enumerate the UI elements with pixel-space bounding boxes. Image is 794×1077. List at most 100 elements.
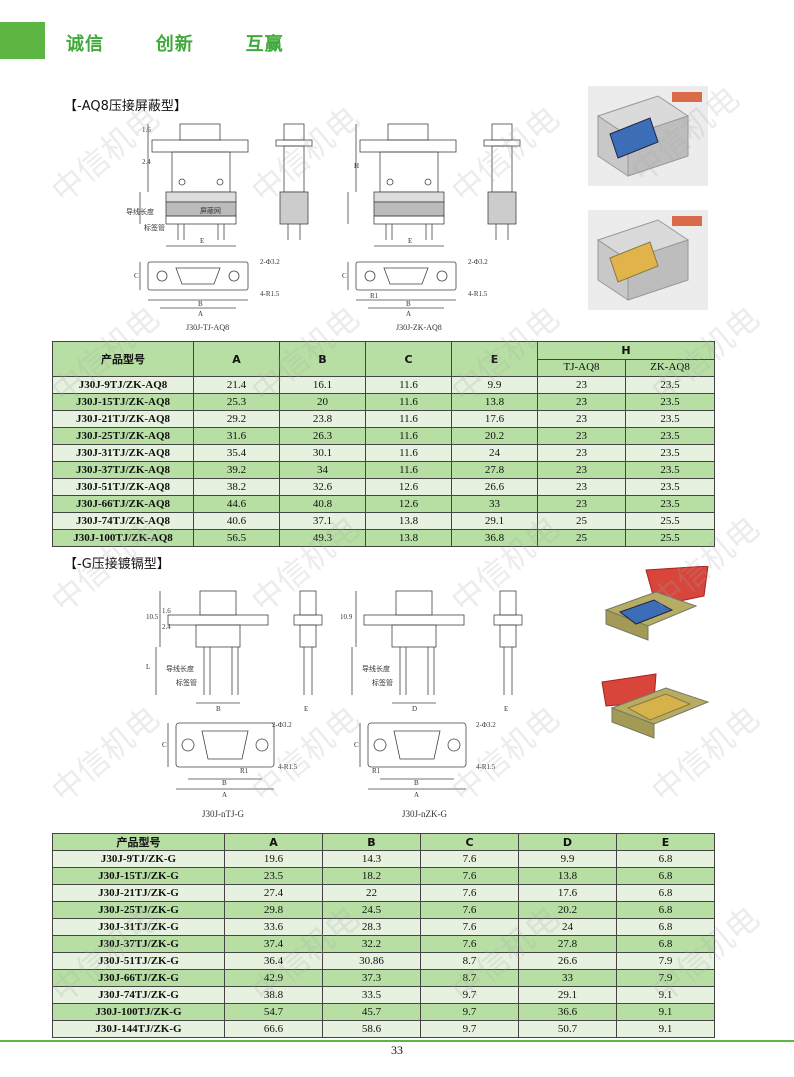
value-cell: 26.3 <box>279 427 366 445</box>
value-cell: 23.5 <box>224 867 323 885</box>
label-tube-left: 标签管 <box>176 678 197 687</box>
value-cell: 17.6 <box>451 410 538 428</box>
value-cell: 20.2 <box>451 427 538 445</box>
th-g-d: D <box>518 833 617 851</box>
model-cell: J30J-15TJ/ZK-AQ8 <box>52 393 194 411</box>
dim-a-right-g: A <box>414 791 419 799</box>
dim-r1-right-g: R1 <box>372 767 381 775</box>
value-cell: 50.7 <box>518 1020 617 1038</box>
th-h-zk: ZK-AQ8 <box>625 358 715 377</box>
value-cell: 24 <box>451 444 538 462</box>
value-cell: 36.8 <box>451 529 538 547</box>
value-cell: 27.4 <box>224 884 323 902</box>
value-cell: 8.7 <box>420 969 519 987</box>
value-cell: 9.1 <box>616 1020 715 1038</box>
value-cell: 33.6 <box>224 918 323 936</box>
value-cell: 7.6 <box>420 884 519 902</box>
caption-left-g: J30J-nTJ-G <box>202 809 244 819</box>
value-cell: 13.8 <box>365 529 452 547</box>
value-cell: 7.9 <box>616 969 715 987</box>
value-cell: 9.9 <box>451 376 538 394</box>
value-cell: 34 <box>279 461 366 479</box>
value-cell: 13.8 <box>365 512 452 530</box>
value-cell: 12.6 <box>365 495 452 513</box>
model-cell: J30J-66TJ/ZK-AQ8 <box>52 495 194 513</box>
value-cell: 23.5 <box>625 444 715 462</box>
hole-right-g: 2-Φ3.2 <box>476 721 496 729</box>
section1-drawing: 1.6 2.4 屏蔽网 导线长度 标签管 E H E 2-Φ3.2 4-R1.5… <box>126 123 521 332</box>
value-cell: 54.7 <box>224 1003 323 1021</box>
value-cell: 49.3 <box>279 529 366 547</box>
value-cell: 29.1 <box>518 986 617 1004</box>
value-cell: 9.1 <box>616 1003 715 1021</box>
model-cell: J30J-9TJ/ZK-G <box>52 850 225 868</box>
value-cell: 6.8 <box>616 935 715 953</box>
dim-c-right: C <box>342 272 347 280</box>
dim-a-left: A <box>198 310 203 318</box>
dim-e-top-right: E <box>504 705 508 713</box>
label-wire-right: 导线长度 <box>362 664 390 673</box>
value-cell: 21.4 <box>193 376 280 394</box>
value-cell: 23 <box>537 410 626 428</box>
value-cell: 13.8 <box>451 393 538 411</box>
value-cell: 58.6 <box>322 1020 421 1038</box>
model-cell: J30J-66TJ/ZK-G <box>52 969 225 987</box>
value-cell: 6.8 <box>616 901 715 919</box>
model-cell: J30J-74TJ/ZK-AQ8 <box>52 512 194 530</box>
th-g-a: A <box>224 833 323 851</box>
value-cell: 19.6 <box>224 850 323 868</box>
value-cell: 37.4 <box>224 935 323 953</box>
value-cell: 12.6 <box>365 478 452 496</box>
model-cell: J30J-21TJ/ZK-AQ8 <box>52 410 194 428</box>
value-cell: 11.6 <box>365 393 452 411</box>
label-tube: 标签管 <box>144 223 165 232</box>
value-cell: 20 <box>279 393 366 411</box>
value-cell: 18.2 <box>322 867 421 885</box>
model-cell: J30J-51TJ/ZK-G <box>52 952 225 970</box>
value-cell: 30.1 <box>279 444 366 462</box>
value-cell: 9.7 <box>420 1003 519 1021</box>
label-wire-left: 导线长度 <box>166 664 194 673</box>
value-cell: 24 <box>518 918 617 936</box>
value-cell: 33.5 <box>322 986 421 1004</box>
value-cell: 7.9 <box>616 952 715 970</box>
dim-e-top-left: E <box>304 705 308 713</box>
value-cell: 44.6 <box>193 495 280 513</box>
th-g-model: 产品型号 <box>52 833 225 851</box>
aq8-spec-table: 产品型号 A B C E H TJ-AQ8 ZK-AQ8 J30J-9TJ/ZK… <box>52 341 715 547</box>
value-cell: 66.6 <box>224 1020 323 1038</box>
model-cell: J30J-74TJ/ZK-G <box>52 986 225 1004</box>
th-g-e: E <box>616 833 715 851</box>
corner-left: 4-R1.5 <box>260 290 280 298</box>
value-cell: 7.6 <box>420 901 519 919</box>
value-cell: 11.6 <box>365 427 452 445</box>
value-cell: 14.3 <box>322 850 421 868</box>
value-cell: 22 <box>322 884 421 902</box>
value-cell: 6.8 <box>616 850 715 868</box>
th-e: E <box>451 341 538 377</box>
corner-right-g: 4-R1.5 <box>476 763 496 771</box>
dim-1-6-g: 1.6 <box>162 607 171 615</box>
model-cell: J30J-51TJ/ZK-AQ8 <box>52 478 194 496</box>
value-cell: 23 <box>537 376 626 394</box>
value-cell: 24.5 <box>322 901 421 919</box>
value-cell: 6.8 <box>616 884 715 902</box>
label-wire: 导线长度 <box>126 207 154 216</box>
connector-photo-gold <box>588 210 708 310</box>
